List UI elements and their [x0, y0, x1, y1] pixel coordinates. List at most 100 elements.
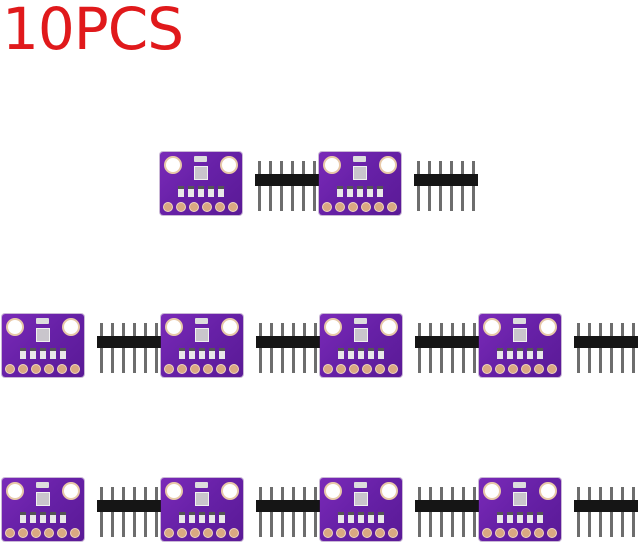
header-pin: [451, 323, 454, 373]
smd-component: [348, 512, 354, 523]
smd-component: [199, 348, 205, 359]
component: [36, 318, 49, 324]
sensor-chip: [353, 166, 367, 180]
header-pin: [100, 323, 103, 373]
smd-component: [218, 186, 224, 197]
solder-pad: [31, 528, 41, 538]
header-pin: [439, 161, 442, 211]
smd-component: [517, 348, 523, 359]
solder-pad: [361, 202, 371, 212]
header-pin: [270, 323, 273, 373]
pin-header: [97, 323, 161, 373]
header-pin: [258, 161, 261, 211]
header-pin: [314, 487, 317, 537]
mounting-hole: [165, 482, 183, 500]
sensor-board: [2, 478, 84, 541]
sensor-chip: [513, 328, 527, 342]
smd-component: [20, 512, 26, 523]
solder-pad: [388, 364, 398, 374]
solder-pad: [44, 364, 54, 374]
header-pin: [462, 323, 465, 373]
header-pin: [281, 323, 284, 373]
solder-pad: [31, 364, 41, 374]
header-bar: [574, 500, 638, 512]
header-bar: [255, 174, 319, 186]
smd-component: [338, 512, 344, 523]
solder-pad: [44, 528, 54, 538]
header-pin: [314, 323, 317, 373]
pin-header: [256, 323, 320, 373]
solder-pad: [534, 528, 544, 538]
component: [513, 318, 526, 324]
header-pin: [440, 487, 443, 537]
solder-pad: [5, 364, 15, 374]
header-pin: [122, 487, 125, 537]
solder-pad: [163, 202, 173, 212]
header-bar: [256, 336, 320, 348]
sensor-board: [319, 152, 401, 215]
solder-pad: [482, 528, 492, 538]
pin-header: [415, 323, 479, 373]
header-bar: [415, 500, 479, 512]
mounting-hole: [323, 156, 341, 174]
header-pin: [270, 487, 273, 537]
component: [36, 482, 49, 488]
smd-component: [527, 512, 533, 523]
solder-pad: [348, 202, 358, 212]
header-pin: [111, 487, 114, 537]
solder-pad: [521, 528, 531, 538]
smd-component: [347, 186, 353, 197]
smd-component: [178, 186, 184, 197]
smd-component: [199, 512, 205, 523]
solder-pad: [387, 202, 397, 212]
solder-pad: [203, 364, 213, 374]
smd-component: [497, 348, 503, 359]
solder-pad: [215, 202, 225, 212]
smd-component: [368, 512, 374, 523]
header-pin: [472, 161, 475, 211]
solder-pad: [70, 364, 80, 374]
pin-header: [574, 323, 638, 373]
sensor-board: [479, 478, 561, 541]
header-pin: [577, 487, 580, 537]
solder-pad: [336, 364, 346, 374]
component: [354, 482, 367, 488]
header-pin: [599, 487, 602, 537]
smd-component: [358, 348, 364, 359]
sensor-chip: [36, 492, 50, 506]
header-pin: [111, 323, 114, 373]
sensor-chip: [194, 166, 208, 180]
solder-pad: [164, 528, 174, 538]
solder-pad: [495, 528, 505, 538]
header-pin: [621, 323, 624, 373]
mounting-hole: [6, 318, 24, 336]
header-pin: [621, 487, 624, 537]
header-pin: [291, 161, 294, 211]
smd-component: [337, 186, 343, 197]
smd-component: [189, 348, 195, 359]
smd-component: [40, 512, 46, 523]
solder-pad: [322, 202, 332, 212]
smd-component: [60, 512, 66, 523]
mounting-hole: [221, 318, 239, 336]
header-bar: [415, 336, 479, 348]
header-pin: [269, 161, 272, 211]
smd-component: [537, 512, 543, 523]
header-pin: [418, 323, 421, 373]
header-bar: [97, 336, 161, 348]
smd-component: [219, 512, 225, 523]
smd-component: [60, 348, 66, 359]
header-pin: [281, 487, 284, 537]
header-pin: [133, 487, 136, 537]
solder-pad: [229, 528, 239, 538]
component: [195, 318, 208, 324]
solder-pad: [5, 528, 15, 538]
solder-pad: [349, 364, 359, 374]
header-pin: [302, 161, 305, 211]
header-pin: [259, 487, 262, 537]
header-pin: [133, 323, 136, 373]
solder-pad: [177, 528, 187, 538]
solder-pad: [190, 364, 200, 374]
pin-header: [97, 487, 161, 537]
mounting-hole: [380, 482, 398, 500]
